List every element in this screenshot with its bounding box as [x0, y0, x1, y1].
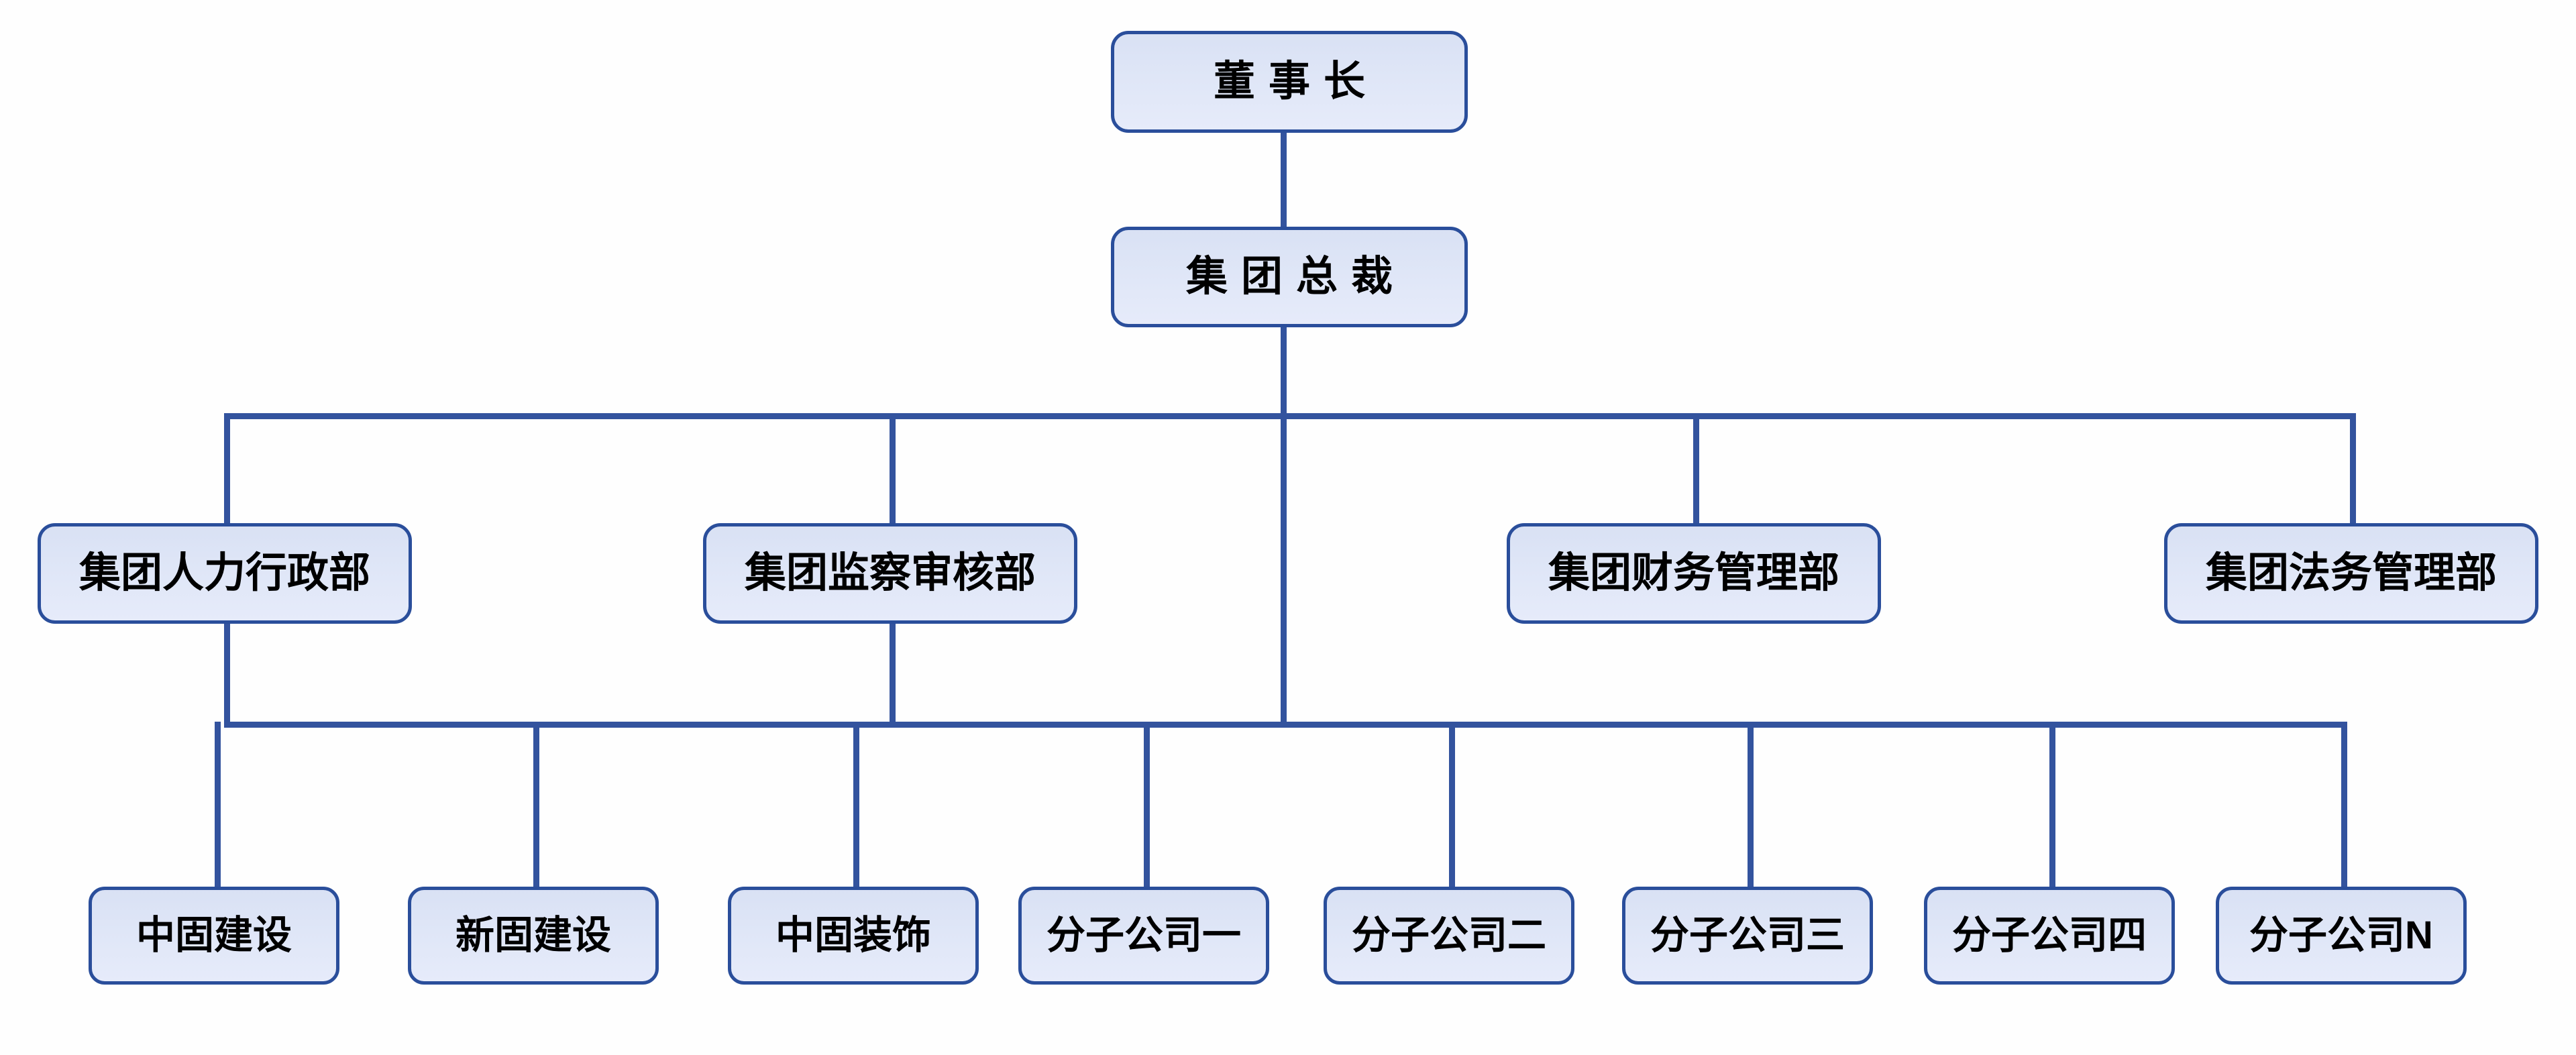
connector-drop-sub-company-4	[2049, 722, 2055, 889]
node-group-president[interactable]: 集团总裁	[1111, 227, 1468, 327]
node-sub-company-4-label: 分子公司四	[1951, 913, 2147, 958]
node-dept-supervision-audit-label: 集团监察审核部	[744, 549, 1036, 596]
node-dept-hr-admin[interactable]: 集团人力行政部	[38, 523, 412, 624]
node-sub-company-2-label: 分子公司二	[1351, 913, 1546, 958]
node-dept-hr-admin-label: 集团人力行政部	[78, 549, 370, 596]
node-group-president-label: 集团总裁	[1185, 253, 1406, 300]
node-dept-legal-label: 集团法务管理部	[2205, 549, 2497, 596]
department-bus-line	[224, 413, 2356, 419]
connector-drop-dept-supervision-audit	[890, 413, 896, 524]
connector-drop-sub-company-1	[1144, 722, 1150, 889]
node-dept-legal[interactable]: 集团法务管理部	[2164, 523, 2538, 624]
connector-drop-sub-zhonggu-construction	[215, 722, 221, 889]
node-sub-company-2[interactable]: 分子公司二	[1324, 887, 1574, 985]
node-sub-zhonggu-construction-label: 中固建设	[136, 913, 292, 958]
node-dept-finance-label: 集团财务管理部	[1548, 549, 1839, 596]
node-chairman-label: 董事长	[1213, 58, 1379, 105]
connector-drop-dept-hr-admin	[224, 413, 230, 524]
connector-drop-dept-finance	[1693, 413, 1699, 524]
node-sub-xingu-construction-label: 新固建设	[455, 913, 611, 958]
node-sub-company-3[interactable]: 分子公司三	[1622, 887, 1873, 985]
node-chairman[interactable]: 董事长	[1111, 31, 1468, 133]
node-sub-company-3-label: 分子公司三	[1650, 913, 1845, 958]
node-sub-zhonggu-decoration[interactable]: 中固装饰	[728, 887, 979, 985]
connector-president-spine	[1281, 326, 1287, 727]
connector-drop-sub-company-2	[1449, 722, 1455, 889]
connector-drop-dept-legal	[2350, 413, 2356, 524]
connector-dept-hr-admin-down	[224, 624, 230, 727]
node-sub-company-n-label: 分子公司N	[2249, 913, 2433, 958]
node-sub-zhonggu-decoration-label: 中固装饰	[775, 913, 931, 958]
node-sub-company-4[interactable]: 分子公司四	[1924, 887, 2175, 985]
connector-drop-sub-company-n	[2341, 722, 2347, 889]
node-sub-company-n[interactable]: 分子公司N	[2216, 887, 2467, 985]
node-dept-supervision-audit[interactable]: 集团监察审核部	[703, 523, 1077, 624]
node-sub-company-1[interactable]: 分子公司一	[1018, 887, 1269, 985]
node-sub-zhonggu-construction[interactable]: 中固建设	[89, 887, 339, 985]
connector-drop-sub-xingu-construction	[533, 722, 539, 889]
connector-dept-supervision-audit-down	[890, 624, 896, 727]
node-dept-finance[interactable]: 集团财务管理部	[1507, 523, 1881, 624]
node-sub-company-1-label: 分子公司一	[1046, 913, 1241, 958]
connector-drop-sub-company-3	[1748, 722, 1754, 889]
node-sub-xingu-construction[interactable]: 新固建设	[408, 887, 659, 985]
subsidiary-bus-line	[224, 722, 2344, 728]
connector-drop-sub-zhonggu-decoration	[853, 722, 859, 889]
connector-chairman-to-president	[1281, 131, 1287, 231]
